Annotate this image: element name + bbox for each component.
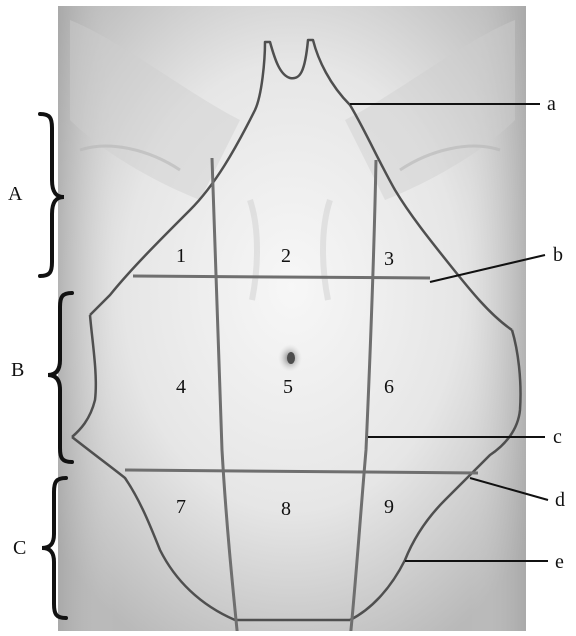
subcostal-plane-line xyxy=(133,276,430,278)
navel-center xyxy=(287,352,295,364)
region-number-8: 8 xyxy=(281,498,291,520)
region-number-6: 6 xyxy=(384,376,394,398)
region-number-4: 4 xyxy=(176,376,186,398)
region-number-2: 2 xyxy=(281,245,291,267)
region-number-3: 3 xyxy=(384,248,394,270)
region-number-7: 7 xyxy=(176,496,186,518)
region-number-5: 5 xyxy=(283,376,293,398)
group-label-A: A xyxy=(8,183,23,205)
region-number-9: 9 xyxy=(384,496,394,518)
callout-label-e: e xyxy=(555,551,564,573)
group-label-B: B xyxy=(11,359,24,381)
callout-label-b: b xyxy=(553,244,563,266)
group-label-C: C xyxy=(13,537,26,559)
callout-label-d: d xyxy=(555,489,565,511)
callout-label-c: c xyxy=(553,426,562,448)
region-number-1: 1 xyxy=(176,245,186,267)
torso-illustration xyxy=(58,6,526,631)
callout-label-a: a xyxy=(547,93,556,115)
